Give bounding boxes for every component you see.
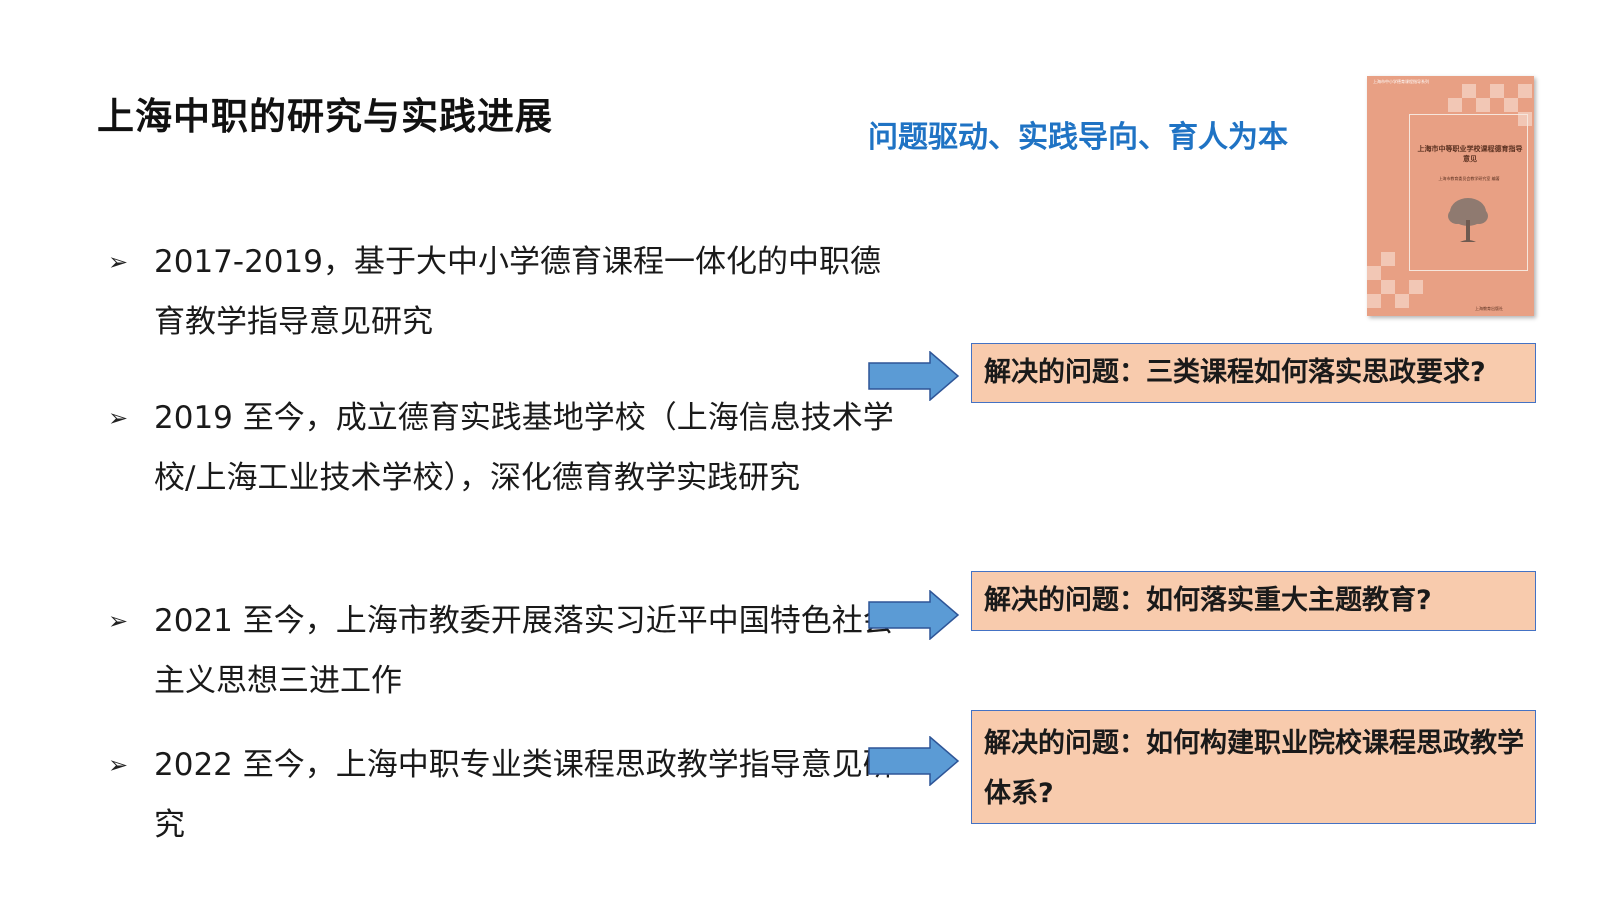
right-arrow-icon (868, 590, 960, 640)
cover-series-text: 上海市中小学德育课程指导系列 (1373, 79, 1429, 84)
bullet-text: 2021 至今，上海市教委开展落实习近平中国特色社会主义思想三进工作 (154, 603, 894, 699)
right-arrow-icon (868, 351, 960, 401)
question-box-1: 解决的问题：三类课程如何落实思政要求? (971, 343, 1536, 403)
bullet-item-1: ➢ 2017-2019，基于大中小学德育课程一体化的中职德育教学指导意见研究 (108, 232, 898, 352)
slogan: 问题驱动、实践导向、育人为本 (868, 120, 1288, 155)
bullet-text: 2022 至今，上海中职专业类课程思政教学指导意见研究 (154, 747, 894, 843)
cover-publisher-line: 上海市教育委员会教学研究室 编著 (1438, 176, 1500, 181)
slide-title: 上海中职的研究与实践进展 (97, 95, 553, 138)
tree-icon (1448, 198, 1488, 242)
book-cover-image: 上海市中小学德育课程指导系列 上海市中等职业学校课程德育指导意见 上海市教育委员… (1367, 76, 1534, 316)
cover-press: 上海教育出版社 (1475, 306, 1503, 311)
bullet-text: 2019 至今，成立德育实践基地学校（上海信息技术学校/上海工业技术学校），深化… (154, 400, 894, 496)
cover-frame (1409, 114, 1528, 271)
right-arrow-icon (868, 736, 960, 786)
bullet-arrow-icon: ➢ (108, 248, 129, 276)
bullet-item-2: ➢ 2019 至今，成立德育实践基地学校（上海信息技术学校/上海工业技术学校），… (108, 388, 898, 508)
bullet-item-4: ➢ 2022 至今，上海中职专业类课程思政教学指导意见研究 (108, 735, 898, 855)
question-box-3: 解决的问题：如何构建职业院校课程思政教学体系? (971, 710, 1536, 824)
bullet-arrow-icon: ➢ (108, 607, 129, 635)
bullet-arrow-icon: ➢ (108, 404, 129, 432)
bullet-arrow-icon: ➢ (108, 751, 129, 779)
question-box-2: 解决的问题：如何落实重大主题教育? (971, 571, 1536, 631)
cover-title: 上海市中等职业学校课程德育指导意见 (1417, 145, 1523, 163)
bullet-item-3: ➢ 2021 至今，上海市教委开展落实习近平中国特色社会主义思想三进工作 (108, 591, 898, 711)
bullet-text: 2017-2019，基于大中小学德育课程一体化的中职德育教学指导意见研究 (154, 244, 881, 340)
